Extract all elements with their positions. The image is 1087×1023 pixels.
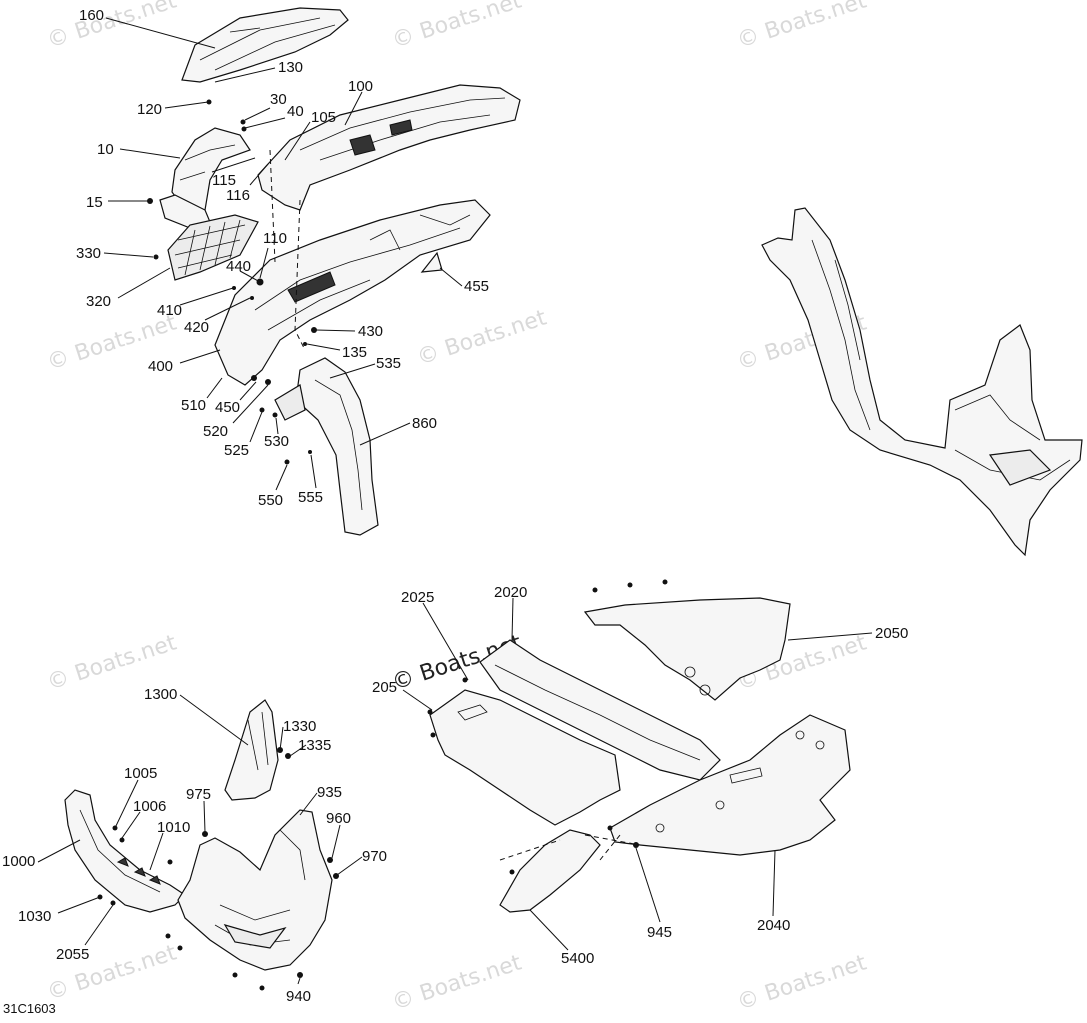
callout-935: 935 — [317, 784, 342, 801]
callout-330: 330 — [76, 245, 101, 262]
callout-420: 420 — [184, 319, 209, 336]
callout-135: 135 — [342, 344, 367, 361]
part-100-upper-fascia — [257, 84, 521, 211]
callout-116: 116 — [226, 187, 250, 204]
callout-525: 525 — [224, 442, 249, 459]
diagram-code: 31C1603 — [3, 1001, 56, 1016]
callout-160: 160 — [79, 7, 104, 24]
watermark: © Boats.net — [44, 0, 180, 54]
callout-5400: 5400 — [561, 950, 594, 967]
callout-15: 15 — [86, 194, 103, 211]
callout-120: 120 — [137, 101, 162, 118]
part-2050-plate — [583, 597, 791, 701]
callout-440: 440 — [226, 258, 251, 275]
callout-2055: 2055 — [56, 946, 89, 963]
callout-945: 945 — [647, 924, 672, 941]
front-fascia-assembly — [147, 7, 521, 536]
callout-30: 30 — [270, 91, 287, 108]
callout-535: 535 — [376, 355, 401, 372]
part-2040-floor — [609, 714, 851, 856]
callout-410: 410 — [157, 302, 182, 319]
callout-520: 520 — [203, 423, 228, 440]
callout-860: 860 — [412, 415, 437, 432]
callout-40: 40 — [287, 103, 304, 120]
callout-1005: 1005 — [124, 765, 157, 782]
callout-960: 960 — [326, 810, 351, 827]
callout-970: 970 — [362, 848, 387, 865]
callout-320: 320 — [86, 293, 111, 310]
callout-115: 115 — [212, 172, 236, 189]
callout-1010: 1010 — [157, 819, 190, 836]
part-455-label — [420, 251, 443, 273]
callout-110: 110 — [263, 230, 287, 247]
callout-leaders — [37, 17, 873, 985]
callout-550: 550 — [258, 492, 283, 509]
callout-530: 530 — [264, 433, 289, 450]
callout-2020: 2020 — [494, 584, 527, 601]
callout-940: 940 — [286, 988, 311, 1005]
watermark: © Boats.net — [414, 305, 550, 370]
callout-labels: 160 130 120 30 40 100 105 10 115 116 15 … — [2, 7, 908, 1016]
callout-10: 10 — [97, 141, 114, 158]
part-940-footwell — [177, 809, 333, 971]
callout-450: 450 — [215, 399, 240, 416]
callout-400: 400 — [148, 358, 173, 375]
callout-2040: 2040 — [757, 917, 790, 934]
part-205-plate — [429, 689, 621, 826]
part-1300-pillar — [224, 699, 279, 801]
part-860-side-bar — [295, 357, 379, 536]
part-2020-strip — [479, 639, 721, 781]
part-400-lower-fascia — [214, 199, 491, 386]
part-1000-rocker — [64, 789, 186, 913]
part-320-grille — [167, 214, 259, 281]
watermark: © Boats.net — [389, 950, 525, 1015]
callout-510: 510 — [181, 397, 206, 414]
callout-105: 105 — [311, 109, 336, 126]
part-5400-bracket — [499, 829, 601, 913]
side-frame-assembly — [761, 207, 1083, 557]
callout-2050: 2050 — [875, 625, 908, 642]
callout-1000: 1000 — [2, 853, 35, 870]
callout-1030: 1030 — [18, 908, 51, 925]
callout-100: 100 — [348, 78, 373, 95]
callout-555: 555 — [298, 489, 323, 506]
callout-975: 975 — [186, 786, 211, 803]
watermark: © Boats.net — [734, 950, 870, 1015]
callout-1006: 1006 — [133, 798, 166, 815]
callout-1335: 1335 — [298, 737, 331, 754]
part-160-cover — [181, 7, 349, 83]
callout-2025: 2025 — [401, 589, 434, 606]
floor-plates-assembly — [427, 579, 851, 913]
callout-130: 130 — [278, 59, 303, 76]
callout-455: 455 — [464, 278, 489, 295]
callout-1330: 1330 — [283, 718, 316, 735]
watermark: © Boats.net — [734, 0, 870, 54]
callout-1300: 1300 — [144, 686, 177, 703]
watermark: © Boats.net — [389, 0, 525, 54]
footwell-assembly — [64, 699, 339, 991]
callout-205: 205 — [372, 679, 397, 696]
callout-430: 430 — [358, 323, 383, 340]
side-frame-panel — [761, 207, 1083, 557]
